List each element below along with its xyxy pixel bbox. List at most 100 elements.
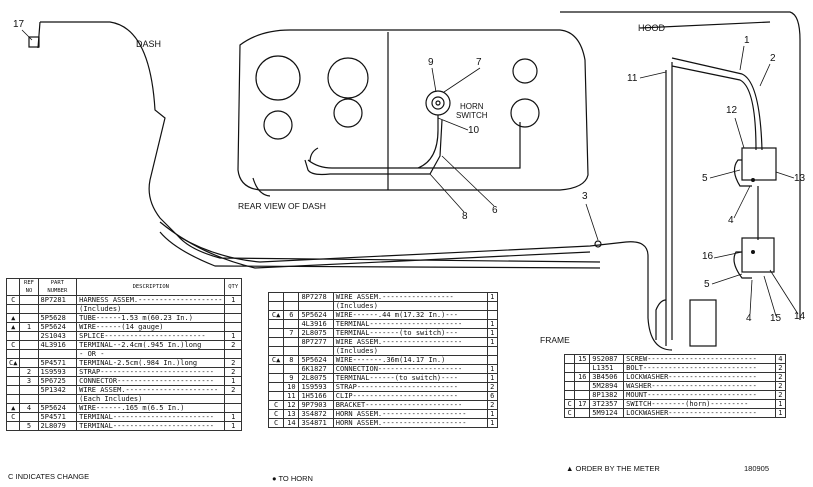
cell-desc: - OR - [76,349,226,359]
cell-part: 1S9593 [298,382,334,392]
cell-ref: 9 [283,373,300,383]
cell-desc: TERMINAL------(to switch)---- [332,373,488,383]
cell-ref: 17 [574,399,591,409]
col-desc: DESCRIPTION [76,278,226,296]
col-part: PART NUMBER [37,278,78,296]
cell-ref: 13 [283,409,300,419]
cell-qty: 2 [774,381,787,391]
cell-desc: TERMINAL--2.4cm(.945 In.)long [76,340,226,350]
cell-desc: TUBE------1.53 m(60.23 In.) [76,313,226,323]
cell-ref [19,340,39,350]
cell-mark: C [5,412,21,422]
table-header: REF NO PART NUMBER DESCRIPTION QTY [5,278,242,296]
cell-mark [563,372,576,382]
cell-mark: ▲ [5,313,21,323]
cell-part [37,349,78,359]
cell-ref [19,313,39,323]
cell-mark [267,292,285,302]
cell-mark [5,304,21,314]
cell-desc: CLIP------------------------- [332,391,488,401]
callout-13: 13 [794,173,806,184]
cell-mark: C [267,409,285,419]
cell-qty [224,403,242,413]
cell-qty: 1 [486,292,499,302]
cell-part: 8P7278 [298,292,334,302]
cell-desc: STRAP--------------------------- [76,367,226,377]
cell-mark [5,394,21,404]
cell-part: 5P5628 [37,313,78,323]
cell-desc: STRAP------------------------ [332,382,488,392]
cell-mark [563,354,576,364]
cell-desc: WIRE ASSEM.------------------- [332,337,488,347]
table-row: (Includes) [267,301,499,311]
cell-desc: TERMINAL------------------------ [76,421,226,431]
cell-part: 2S1043 [37,331,78,341]
callout-6: 6 [492,205,498,216]
cell-qty [224,394,242,404]
cell-qty: 1 [486,337,499,347]
dash-label: DASH [136,39,162,49]
cell-qty: 1 [224,295,242,305]
callout-17: 17 [13,19,25,30]
cell-ref [283,319,300,329]
frame-post [689,299,717,347]
cell-ref: 2 [19,367,39,377]
cell-desc: (Includes) [332,301,488,311]
cell-mark: C [563,399,576,409]
cell-desc: HORN ASSEM.-------------------- [332,409,488,419]
cell-desc: WIRE ASSEM.---------------------- [76,385,226,395]
cell-ref: 8 [283,355,300,365]
cell-part: 8P1382 [589,390,625,400]
table-row: (Includes) [5,304,242,314]
cell-qty: 1 [486,328,499,338]
cell-mark [267,301,285,311]
table-row: - OR - [5,349,242,359]
cell-qty: 1 [224,412,242,422]
gauge-2 [327,57,369,99]
cell-qty: 1 [486,418,499,428]
cell-ref: 5 [19,421,39,431]
gauge-5 [512,58,538,84]
cell-mark: C▲ [267,355,285,365]
cell-qty [224,322,242,332]
cell-part [298,346,334,356]
cell-qty: 1 [486,319,499,329]
callout-15: 15 [770,313,782,324]
cell-part: 3S4871 [298,418,334,428]
cell-qty [486,301,499,311]
cell-mark [267,319,285,329]
cell-ref [19,412,39,422]
cell-desc: MOUNT-------------------------- [623,390,776,400]
cell-part [37,304,78,314]
cell-mark: C [5,295,21,305]
callout-14: 14 [794,311,806,322]
cell-mark [267,346,285,356]
cell-ref [574,363,591,373]
cell-ref [283,364,300,374]
cell-part: 2L8079 [37,421,78,431]
cell-desc: TERMINAL-------(to switch)--- [332,328,488,338]
cell-part: 3B4506 [589,372,625,382]
hood-outline [560,11,801,320]
cell-part [298,301,334,311]
cell-qty: 2 [224,340,242,350]
cell-mark [267,373,285,383]
cell-part: 5P4571 [37,358,78,368]
cell-qty: 6 [486,391,499,401]
cell-mark [5,421,21,431]
